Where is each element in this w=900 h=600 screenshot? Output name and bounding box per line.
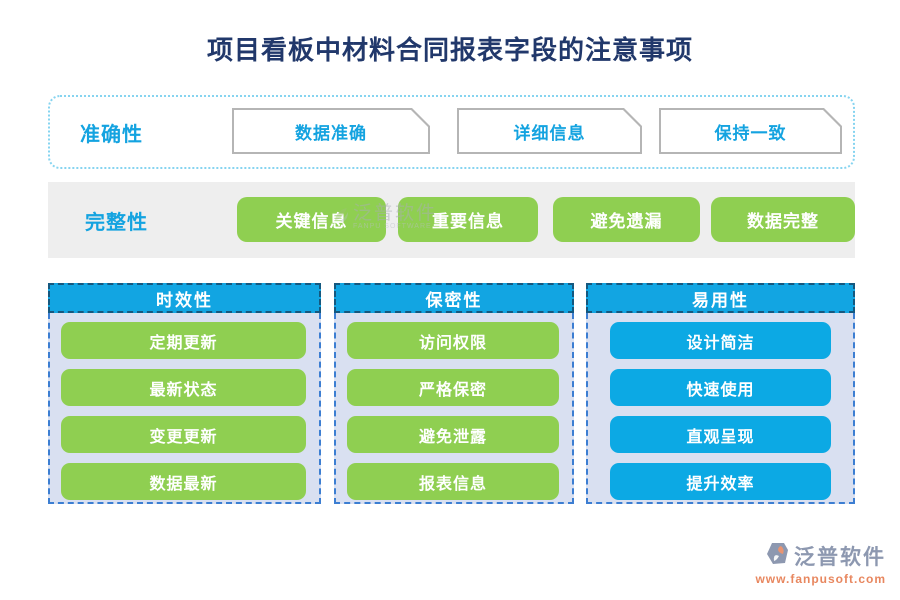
note-item: 详细信息 (457, 108, 642, 154)
note-item-label: 详细信息 (459, 110, 640, 152)
section-label-completeness: 完整性 (85, 211, 148, 234)
completeness-section: 完整性 关键信息 重要信息 避免遗漏 数据完整 泛普软件 FANPU SOFTW… (48, 182, 855, 258)
page-title: 项目看板中材料合同报表字段的注意事项 (206, 35, 693, 65)
accuracy-section: 准确性 数据准确 详细信息 保持一致 (48, 95, 855, 169)
note-item-label: 数据准确 (234, 110, 428, 152)
note-item: 定期更新 (61, 322, 306, 359)
note-item: 变更更新 (61, 416, 306, 453)
note-item: 数据完整 (711, 197, 855, 242)
note-item: 最新状态 (61, 369, 306, 406)
section-label-accuracy: 准确性 (80, 123, 143, 146)
note-item: 提升效率 (610, 463, 831, 500)
note-item: 数据准确 (232, 108, 430, 154)
column-body: 定期更新 最新状态 变更更新 数据最新 (48, 313, 321, 504)
note-item: 快速使用 (610, 369, 831, 406)
note-item: 设计简洁 (610, 322, 831, 359)
note-item: 数据最新 (61, 463, 306, 500)
confidentiality-column: 保密性 访问权限 严格保密 避免泄露 报表信息 (334, 283, 574, 504)
column-body: 访问权限 严格保密 避免泄露 报表信息 (334, 313, 574, 504)
note-item: 直观呈现 (610, 416, 831, 453)
brand-url: www.fanpusoft.com (755, 572, 886, 586)
note-item: 访问权限 (347, 322, 559, 359)
note-item-label: 保持一致 (661, 110, 840, 152)
note-item: 避免遗漏 (553, 197, 700, 242)
column-header: 易用性 (586, 283, 855, 313)
column-body: 设计简洁 快速使用 直观呈现 提升效率 (586, 313, 855, 504)
fanpu-logo-icon (765, 541, 790, 571)
timeliness-column: 时效性 定期更新 最新状态 变更更新 数据最新 (48, 283, 321, 504)
column-header: 时效性 (48, 283, 321, 313)
note-item: 避免泄露 (347, 416, 559, 453)
note-item: 关键信息 (237, 197, 386, 242)
note-item: 保持一致 (659, 108, 842, 154)
column-header: 保密性 (334, 283, 574, 313)
usability-column: 易用性 设计简洁 快速使用 直观呈现 提升效率 (586, 283, 855, 504)
note-item: 严格保密 (347, 369, 559, 406)
note-item: 报表信息 (347, 463, 559, 500)
brand-footer: 泛普软件 www.fanpusoft.com (755, 541, 886, 586)
note-item: 重要信息 (398, 197, 538, 242)
brand-name: 泛普软件 (794, 546, 886, 569)
